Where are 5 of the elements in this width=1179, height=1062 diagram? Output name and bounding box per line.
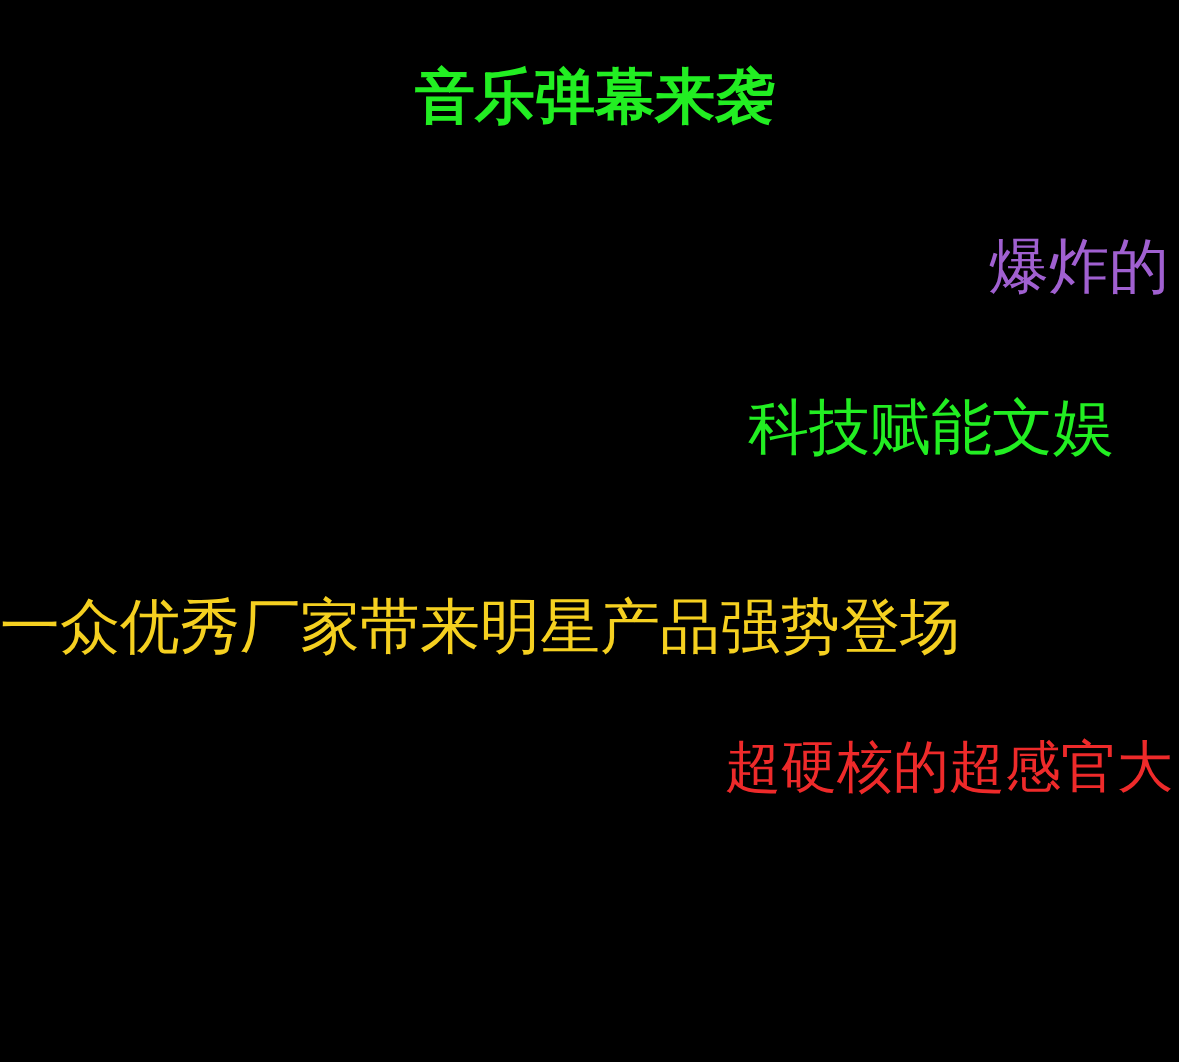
- title: 音乐弹幕来袭: [414, 66, 775, 126]
- comment-text: 科技赋能文娱: [748, 396, 1114, 457]
- comment-text: 一众优秀厂家带来明星产品强势登场: [0, 596, 960, 656]
- comment-text: 爆炸的: [989, 236, 1169, 296]
- comment-text: 超硬核的超感官大: [725, 739, 1173, 795]
